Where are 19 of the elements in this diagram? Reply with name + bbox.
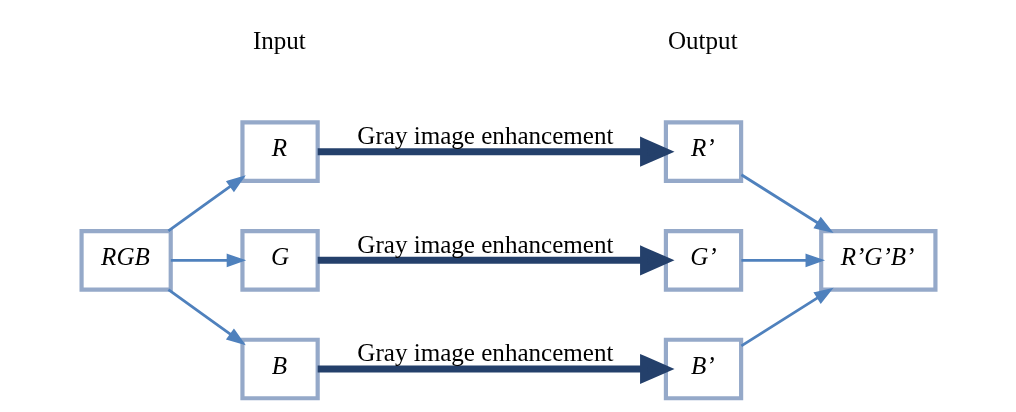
label: Output <box>667 27 738 55</box>
edge-label: Gray image enhancement <box>356 339 613 367</box>
node-box: R <box>239 120 320 183</box>
label: Input <box>252 27 306 55</box>
arrow <box>167 175 246 233</box>
node-box: R’ <box>663 120 743 183</box>
node-box: G’ <box>663 229 743 292</box>
arrow <box>167 288 246 346</box>
arrow <box>170 253 246 268</box>
edge-label: Gray image enhancement <box>356 230 613 258</box>
arrow <box>740 287 834 348</box>
node-box: G <box>239 229 320 292</box>
node-box: B’ <box>663 337 743 401</box>
node-box: B <box>239 337 320 401</box>
arrow <box>740 173 834 233</box>
node-box: RGB <box>78 229 173 292</box>
node-box: R’G’B’ <box>818 229 937 292</box>
arrow <box>740 253 825 268</box>
edge-label: Gray image enhancement <box>356 121 613 149</box>
